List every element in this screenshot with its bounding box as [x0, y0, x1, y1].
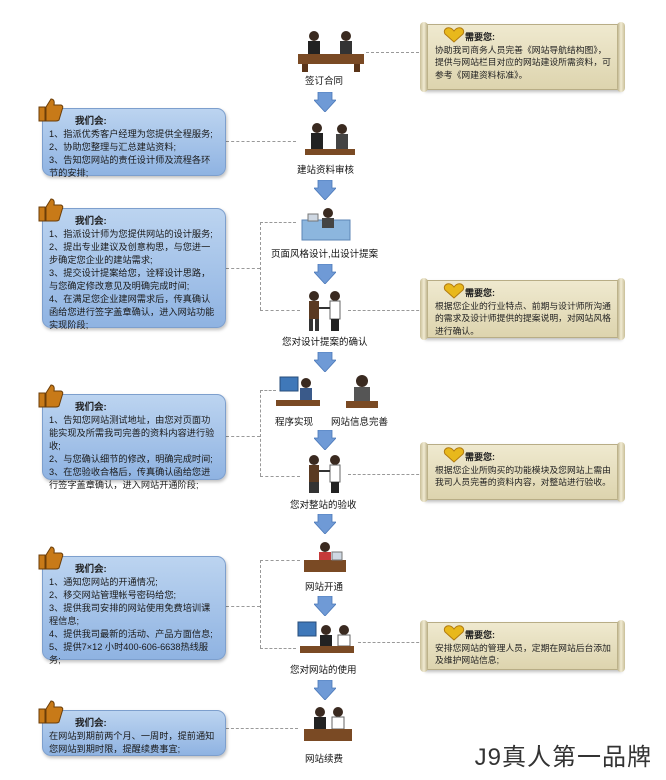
down-arrow-icon — [314, 514, 336, 534]
note-title: 需要您: — [465, 630, 495, 640]
note-line: 5、提供7×12 小时400-606-6638热线服务; — [49, 642, 209, 665]
step-label-programming: 程序实现 — [275, 417, 314, 428]
note-title: 我们会: — [75, 216, 107, 227]
training-meeting-icon — [297, 621, 354, 653]
step-label-renewal: 网站续费 — [305, 754, 344, 765]
note-title: 需要您: — [465, 452, 495, 462]
down-arrow-icon — [314, 680, 336, 700]
note-need-you-4: 需要您: 安排您网站的管理人员，定期在网站后台添加及维护网站信息; — [420, 620, 625, 672]
down-arrow-icon — [314, 264, 336, 284]
connector-line — [260, 222, 296, 223]
note-we-will-3: 我们会: 1、告知您网站测试地址，由您对页面功能实现及所需我司完善的资料内容进行… — [38, 384, 226, 490]
down-arrow-icon — [314, 430, 336, 450]
connector-line — [260, 310, 300, 311]
connector-line — [260, 560, 261, 648]
connector-line — [348, 310, 424, 311]
note-line: 2、与您确认细节的修改，明确完成时间; — [49, 454, 213, 464]
step-label-proposal-confirm: 您对设计提案的确认 — [282, 337, 368, 348]
note-line: 2、移交网站管理帐号密码给您; — [49, 590, 177, 600]
step-label-info-complete: 网站信息完善 — [331, 417, 389, 428]
thumbs-up-icon — [38, 98, 64, 122]
note-text: 安排您网站的管理人员，定期在网站后台添加及维护网站信息; — [435, 642, 611, 666]
note-need-you-1: 需要您: 协助我司商务人员完善《网站导航结构图》，提供与网站栏目对应的网站建设所… — [420, 22, 625, 92]
note-line: 1、指派优秀客户经理为您提供全程服务; — [49, 129, 213, 139]
thumbs-up-icon — [38, 384, 64, 408]
connector-line — [348, 474, 424, 475]
heart-icon — [443, 447, 465, 463]
contract-signing-icon — [298, 31, 364, 72]
step-label-site-usage: 您对网站的使用 — [290, 665, 357, 676]
thumbs-up-icon — [38, 546, 64, 570]
connector-line — [226, 141, 296, 142]
note-we-will-4: 我们会: 1、通知您网站的开通情况; 2、移交网站管理帐号密码给您; 3、提供我… — [38, 546, 226, 665]
connector-line — [226, 606, 260, 607]
note-line: 2、协助您整理与汇总建站资料; — [49, 142, 177, 152]
connector-line — [358, 642, 424, 643]
note-title: 需要您: — [465, 32, 495, 42]
note-we-will-5: 我们会: 在网站到期前两个月、一周时，提前通知您网站到期时限，提醒续费事宜; — [38, 700, 226, 756]
note-line: 2、提出专业建议及创意构思，与您进一步确定您企业的建站需求; — [49, 242, 211, 265]
thumbs-up-icon — [38, 198, 64, 222]
programmer-icon — [276, 376, 320, 406]
connector-line — [366, 52, 424, 53]
step-label-material-review: 建站资料审核 — [297, 165, 355, 176]
connector-line — [226, 728, 298, 729]
down-arrow-icon — [314, 352, 336, 372]
handshake-icon — [309, 291, 341, 331]
note-need-you-2: 需要您: 根据您企业的行业特点、前期与设计师所沟通的需求及设计师提供的提案说明，… — [420, 278, 625, 340]
note-we-will-1: 我们会: 1、指派优秀客户经理为您提供全程服务; 2、协助您整理与汇总建站资料;… — [38, 98, 226, 178]
connector-line — [260, 560, 300, 561]
watermark-text: J9真人第一品牌 — [474, 744, 652, 771]
note-title: 我们会: — [75, 402, 107, 413]
note-line: 1、通知您网站的开通情况; — [49, 577, 158, 587]
note-text: 根据您企业所购买的功能模块及您网站上需由我司人员完善的资料内容，对整站进行验收。 — [435, 464, 611, 488]
connector-line — [260, 390, 261, 476]
step-label-site-launch: 网站开通 — [305, 582, 344, 593]
note-line: 3、提供我司安排的网站使用免费培训课程信息; — [49, 603, 211, 626]
note-need-you-3: 需要您: 根据您企业所购买的功能模块及您网站上需由我司人员完善的资料内容，对整站… — [420, 442, 625, 502]
note-line: 4、在满足您企业建网需求后，传真确认函给您进行签字盖章确认，进入网站功能实现阶段… — [49, 294, 215, 330]
design-desk-icon — [301, 208, 351, 241]
connector-line — [260, 222, 261, 310]
note-line: 3、提交设计提案给您，诠释设计思路，与您确定修改意见及明确完成时间; — [49, 268, 211, 291]
note-title: 我们会: — [75, 718, 107, 729]
note-title: 我们会: — [75, 116, 107, 127]
site-launch-icon — [304, 542, 346, 572]
connector-line — [260, 648, 296, 649]
note-line: 4、提供我司最新的活动、产品方面信息; — [49, 629, 213, 639]
connector-line — [260, 476, 300, 477]
connector-line — [260, 390, 276, 391]
step-label-design-proposal: 页面风格设计,出设计提案 — [271, 249, 379, 260]
thumbs-up-icon — [38, 700, 64, 724]
connector-line — [226, 268, 260, 269]
note-title: 需要您: — [465, 288, 495, 298]
down-arrow-icon — [314, 92, 336, 112]
heart-icon — [443, 27, 465, 43]
acceptance-handshake-icon — [309, 455, 341, 493]
material-review-icon — [305, 123, 355, 155]
note-line: 3、告知您网站的责任设计师及流程各环节的安排; — [49, 155, 211, 178]
heart-icon — [443, 625, 465, 641]
note-we-will-2: 我们会: 1、指派设计师为您提供网站的设计服务; 2、提出专业建议及创意构思，与… — [38, 198, 226, 330]
renewal-icon — [304, 707, 352, 741]
down-arrow-icon — [314, 596, 336, 616]
note-text: 根据您企业的行业特点、前期与设计师所沟通的需求及设计师提供的提案说明，对网站风格… — [435, 300, 611, 336]
connector-line — [226, 436, 260, 437]
info-complete-icon — [346, 375, 378, 408]
note-line: 1、指派设计师为您提供网站的设计服务; — [49, 229, 213, 239]
note-line: 3、在您验收合格后，传真确认函给您进行签字盖章确认，进入网站开通阶段; — [49, 467, 211, 490]
note-text: 协助我司商务人员完善《网站导航结构图》，提供与网站栏目对应的网站建设所需资料，可… — [435, 44, 611, 80]
note-line: 1、告知您网站测试地址，由您对页面功能实现及所需我司完善的资料内容进行验收; — [49, 415, 215, 451]
note-title: 我们会: — [75, 564, 107, 575]
step-label-sign-contract: 签订合同 — [305, 76, 344, 87]
down-arrow-icon — [314, 180, 336, 200]
note-line: 在网站到期前两个月、一周时，提前通知您网站到期时限，提醒续费事宜; — [49, 731, 215, 754]
step-label-site-acceptance: 您对整站的验收 — [290, 500, 357, 511]
heart-icon — [443, 283, 465, 299]
